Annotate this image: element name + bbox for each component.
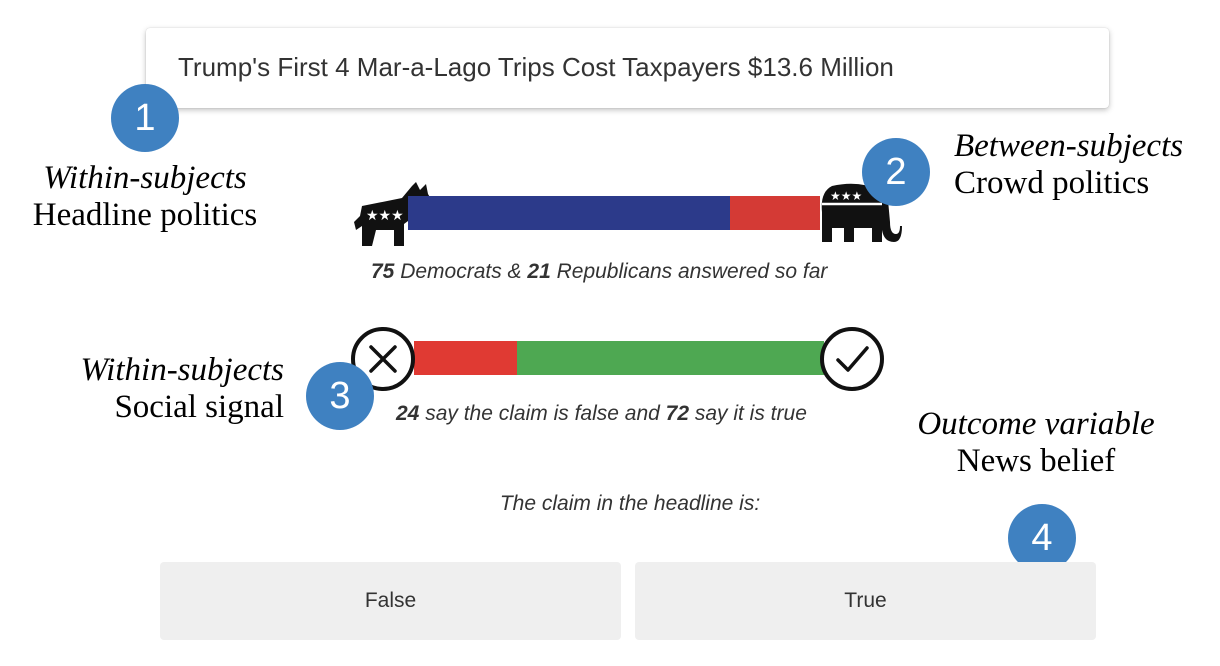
republican-count: 21	[527, 260, 551, 283]
headline-text: Trump's First 4 Mar-a-Lago Trips Cost Ta…	[178, 52, 894, 82]
annotation-headline-politics: Within-subjects Headline politics	[20, 160, 270, 234]
svg-text:★★★: ★★★	[366, 208, 404, 224]
annotation-news-belief: Outcome variable News belief	[904, 406, 1168, 480]
democrat-segment	[408, 196, 730, 230]
false-count: 24	[396, 402, 420, 425]
svg-text:★★★: ★★★	[830, 189, 862, 203]
marker-3: 3	[306, 362, 374, 430]
question-prompt: The claim in the headline is:	[499, 492, 761, 515]
annotation-variable-label: News belief	[956, 443, 1116, 479]
annotation-design-label: Within-subjects	[43, 160, 247, 196]
republican-segment	[729, 196, 820, 230]
annotation-design-label: Between-subjects	[954, 128, 1184, 164]
annotation-social-signal: Within-subjects Social signal	[40, 352, 284, 426]
false-segment	[414, 341, 517, 375]
annotation-design-label: Within-subjects	[80, 352, 284, 388]
signal-caption-mid: say the claim is false and	[419, 402, 666, 425]
annotation-variable-label: Headline politics	[32, 197, 258, 233]
headline-card: Trump's First 4 Mar-a-Lago Trips Cost Ta…	[146, 28, 1109, 108]
true-button[interactable]: True	[635, 562, 1096, 640]
annotation-design-label: Outcome variable	[917, 406, 1155, 442]
true-segment	[516, 341, 824, 375]
marker-4: 4	[1008, 504, 1076, 572]
democrat-count: 75	[371, 260, 395, 283]
crowd-bar	[408, 196, 820, 230]
annotation-variable-label: Social signal	[114, 389, 284, 425]
marker-2: 2	[862, 138, 930, 206]
crowd-caption: 75 Democrats & 21 Republicans answered s…	[371, 260, 827, 284]
false-button[interactable]: False	[160, 562, 621, 640]
x-circle-icon	[351, 327, 415, 391]
signal-caption-tail: say it is true	[689, 402, 807, 425]
check-circle-icon	[820, 327, 884, 391]
marker-1: 1	[111, 84, 179, 152]
signal-bar	[414, 341, 824, 375]
crowd-caption-mid: Democrats &	[394, 260, 528, 283]
crowd-caption-tail: Republicans answered so far	[550, 260, 828, 283]
signal-caption: 24 say the claim is false and 72 say it …	[396, 402, 807, 426]
annotation-variable-label: Crowd politics	[954, 165, 1150, 201]
annotation-crowd-politics: Between-subjects Crowd politics	[954, 128, 1183, 202]
true-count: 72	[665, 402, 689, 425]
